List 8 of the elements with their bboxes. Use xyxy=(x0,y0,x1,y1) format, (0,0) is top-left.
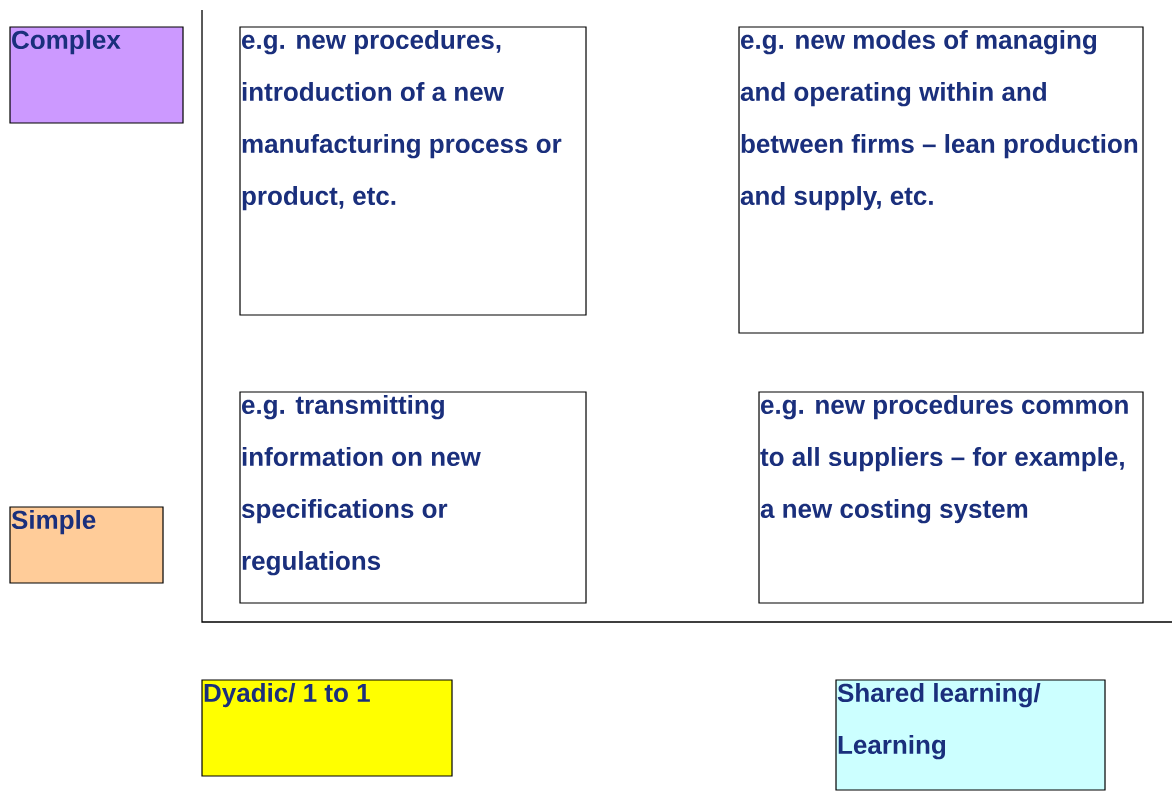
category-box: Shared learning/ Learning xyxy=(835,679,1106,791)
category-box: Complex xyxy=(9,26,184,124)
example-box: e.g. new procedures common to all suppliers – for example, a new costing system xyxy=(758,391,1144,604)
category-box: Simple xyxy=(9,506,164,584)
example-box: e.g. new procedures, introduction of a new manufacturing process or product, etc. xyxy=(239,26,587,316)
category-box: Dyadic/ 1 to 1 xyxy=(201,679,453,777)
example-box: e.g. transmitting information on new specifications or regulations xyxy=(239,391,587,604)
example-box: e.g. new modes of managing and operating within and between firms – lean production and supply, etc. xyxy=(738,26,1144,334)
